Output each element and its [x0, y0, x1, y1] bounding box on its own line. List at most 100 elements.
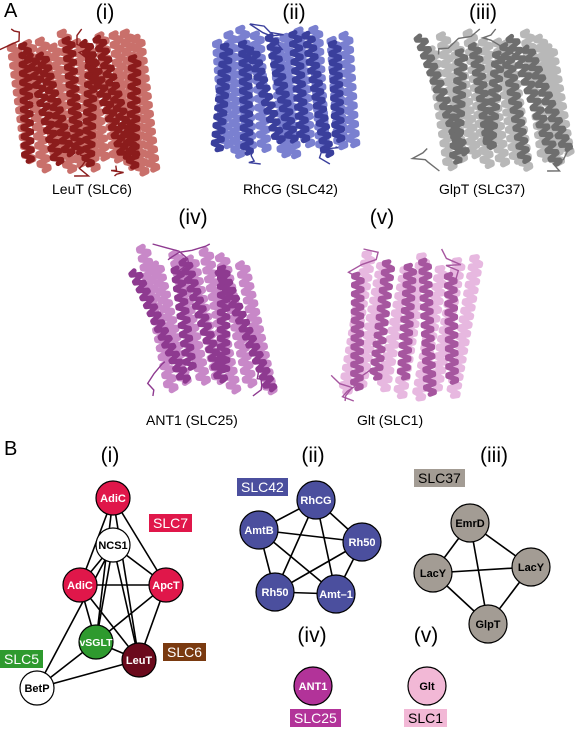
panel-a-letter: A — [4, 0, 18, 22]
node-amtb: AmtB — [239, 510, 279, 550]
helix-ribbon — [130, 33, 161, 173]
structure-2-caption: RhCG (SLC42) — [243, 181, 338, 197]
helix-ribbon — [449, 48, 469, 165]
family-label-slc42: SLC42 — [237, 478, 288, 496]
helix-ribbon — [396, 262, 417, 381]
loop-coil — [480, 28, 517, 57]
node-glt: Glt — [407, 666, 447, 706]
node-lacy-left: LacY — [413, 553, 453, 593]
node-ncs1: NCS1 — [95, 527, 131, 563]
node-label: BetP — [24, 683, 49, 695]
node-amt1: Amt–1 — [316, 574, 356, 614]
family-label-slc37: SLC37 — [414, 469, 465, 487]
node-label: AmtB — [244, 525, 273, 537]
loop-coil — [246, 143, 261, 165]
similarity-networks: AdiC NCS1 AdiC ApcT vSGLT LeuT BetP RhCG… — [19, 480, 551, 706]
network-3-roman: (iii) — [480, 444, 508, 467]
helix-ribbon — [482, 50, 506, 149]
node-label: NCS1 — [98, 540, 127, 552]
helix-ribbon — [178, 257, 229, 384]
node-rh50-right: Rh50 — [342, 522, 382, 562]
helix-ribbon — [353, 261, 390, 389]
node-label: AdiC — [100, 493, 126, 505]
network-5-roman: (v) — [413, 624, 439, 647]
structure-4-roman: (iv) — [178, 206, 208, 229]
family-label-slc6: SLC6 — [163, 643, 207, 661]
family-label-slc1: SLC1 — [404, 709, 448, 727]
loop-coil — [167, 243, 211, 261]
helix-ribbon — [369, 259, 395, 381]
loop-coil — [437, 28, 481, 55]
loop-coil — [0, 28, 21, 51]
loop-coil — [152, 243, 190, 275]
node-label: LeuT — [126, 655, 153, 667]
leut-structure-image — [0, 28, 161, 177]
loop-coil — [110, 165, 124, 177]
node-label: Rh50 — [262, 587, 289, 599]
helix-ribbon — [443, 271, 459, 385]
helix-ribbon — [170, 265, 197, 371]
node-apct: ApcT — [148, 567, 184, 603]
loop-coil — [146, 361, 166, 397]
node-lacy-right: LacY — [511, 547, 551, 587]
helix-ribbon — [35, 51, 76, 158]
helix-ribbon — [327, 39, 346, 143]
helix-ribbon — [350, 271, 365, 392]
network-1-roman: (i) — [100, 444, 120, 467]
node-vsglt: vSGLT — [78, 624, 114, 660]
helix-ribbon — [377, 265, 414, 393]
loop-coil — [252, 368, 263, 397]
helix-ribbon — [210, 42, 234, 153]
structure-2-roman: (ii) — [282, 1, 306, 24]
structure-3-caption: GlpT (SLC37) — [439, 181, 526, 197]
node-leut: LeuT — [121, 642, 157, 678]
loop-coil — [347, 248, 379, 277]
node-label: AdiC — [67, 580, 93, 592]
loop-coil — [74, 154, 91, 177]
loop-coil — [547, 147, 573, 172]
family-label-slc5: SLC5 — [0, 650, 44, 668]
helix-ribbon — [18, 41, 35, 164]
node-glpt: GlpT — [468, 604, 508, 644]
loop-coil — [76, 28, 91, 60]
node-rh50-left: Rh50 — [255, 572, 295, 612]
structure-4-caption: ANT1 (SLC25) — [146, 412, 238, 428]
structure-5-roman: (v) — [369, 206, 395, 229]
panel-b-letter: B — [4, 438, 18, 460]
node-label: LacY — [420, 568, 447, 580]
ant1-structure-image — [128, 243, 278, 397]
edge — [36, 544, 114, 689]
helix-ribbon — [245, 46, 286, 145]
helix-ribbon — [521, 44, 573, 153]
helix-ribbon — [264, 33, 299, 144]
helix-ribbon — [499, 42, 532, 164]
family-label-slc7: SLC7 — [149, 514, 193, 532]
loop-coil — [410, 148, 440, 172]
helix-ribbon — [505, 33, 563, 167]
helix-ribbon — [61, 36, 85, 156]
structure-5-caption: Glt (SLC1) — [357, 412, 424, 428]
structure-1-roman: (i) — [95, 1, 115, 24]
node-adic-left: AdiC — [62, 567, 98, 603]
loop-coil — [440, 248, 462, 280]
helix-ribbon — [214, 267, 278, 393]
node-label: Amt–1 — [319, 589, 353, 601]
family-label-slc25: SLC25 — [290, 709, 341, 727]
edge — [95, 497, 114, 643]
structure-3-roman: (iii) — [469, 1, 497, 24]
network-2-roman: (ii) — [301, 444, 325, 467]
node-label: vSGLT — [79, 637, 113, 649]
node-label: ANT1 — [299, 681, 328, 693]
helix-ribbon — [25, 52, 65, 167]
loop-coil — [330, 374, 354, 402]
loop-coil — [318, 146, 339, 165]
node-label: RhCG — [300, 495, 331, 507]
node-label: LacY — [518, 562, 545, 574]
node-emrd: EmrD — [450, 503, 490, 543]
loop-coil — [249, 23, 284, 52]
node-ant1: ANT1 — [293, 666, 333, 706]
edge — [112, 544, 140, 661]
loop-coil — [250, 23, 284, 38]
helix-ribbon — [288, 30, 311, 144]
edge — [36, 659, 140, 689]
